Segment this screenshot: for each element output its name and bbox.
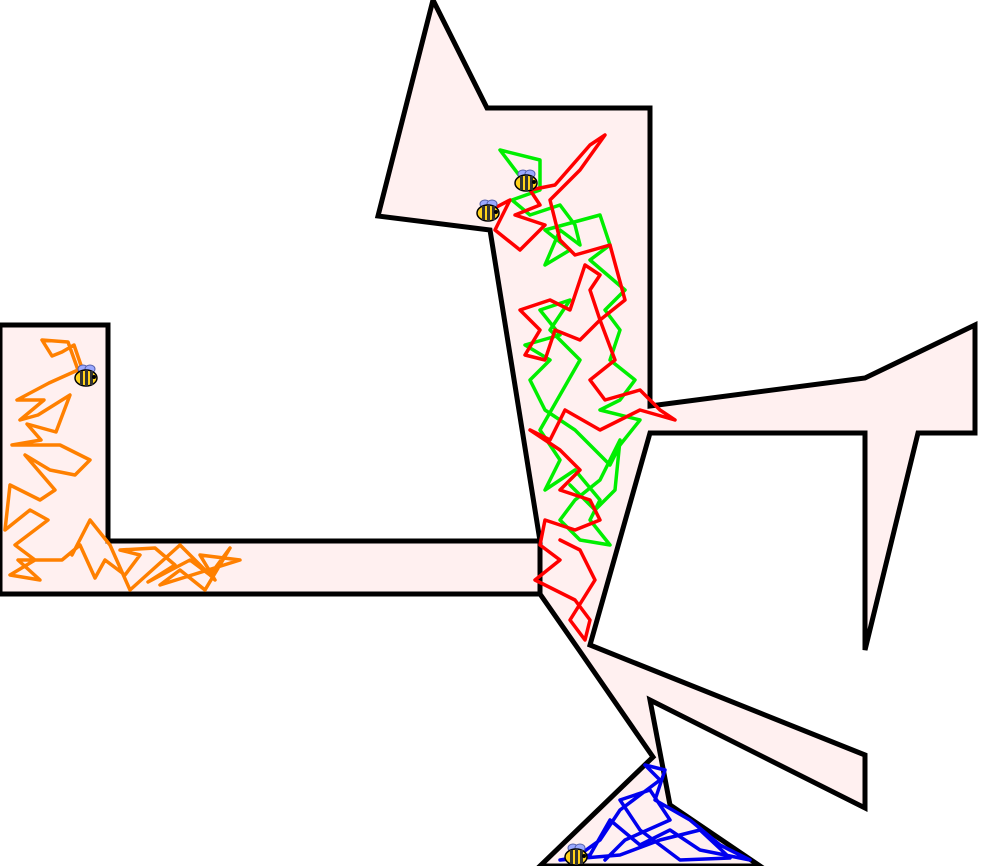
red-trail (485, 133, 677, 642)
corridor-vertical-shaft (374, 0, 978, 866)
bee-icon (564, 843, 588, 866)
bee-icon (476, 199, 500, 222)
bee-red (476, 199, 500, 222)
bee-icon (514, 169, 538, 192)
bee-trails (3, 133, 752, 862)
green-trail (498, 148, 642, 547)
bee-blue (564, 843, 588, 866)
orange-trail (3, 338, 242, 592)
bee-icon (74, 364, 98, 387)
bee-green (514, 169, 538, 192)
maze-corridors (0, 0, 978, 866)
bee-orange (74, 364, 98, 387)
blue-trail (558, 763, 752, 862)
